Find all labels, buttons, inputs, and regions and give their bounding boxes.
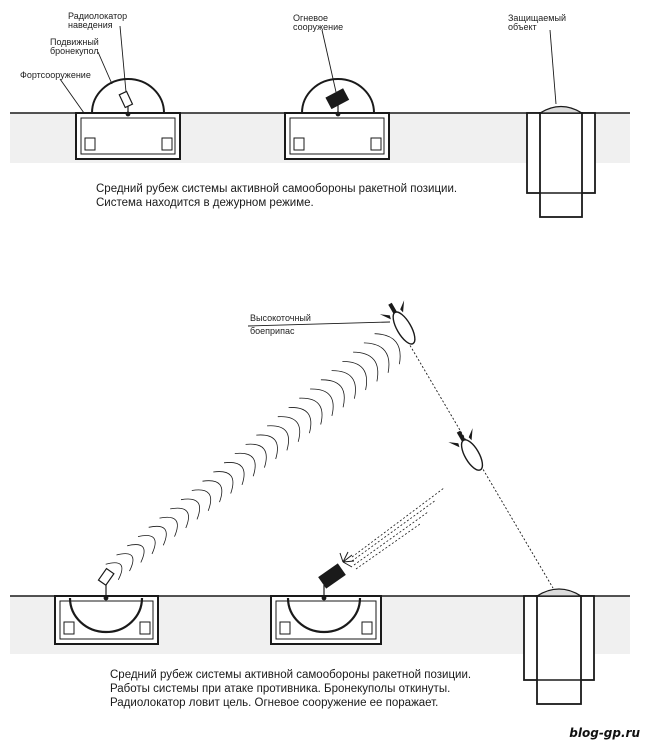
radar-beam-wave	[234, 452, 256, 477]
caption-bottom: Средний рубеж системы активной самооборо…	[110, 668, 471, 710]
label-radar-line1: Радиолокатор	[68, 11, 128, 21]
radar-beam-wave	[256, 434, 278, 460]
radar-beam-wave	[310, 388, 334, 416]
radar-beam-wave	[105, 562, 123, 580]
radar-beam-wave	[353, 351, 379, 382]
radar-beam-wave	[320, 379, 345, 408]
label-dome-line2: бронекупол	[50, 46, 99, 56]
leader-radar	[119, 25, 127, 93]
bottom-protected-object	[523, 588, 595, 705]
caption-top-line2: Система находится в дежурном режиме.	[96, 197, 314, 209]
radar-beam-wave	[374, 333, 401, 365]
label-munition-line1: Высокоточный	[250, 313, 311, 323]
radar-beam-wave	[223, 462, 245, 486]
radar-beam-wave	[159, 516, 178, 537]
bottom-scene	[10, 300, 630, 705]
munition-trajectory	[407, 341, 554, 589]
top-guidance-radar	[118, 90, 134, 109]
muzzle-flash	[339, 551, 355, 568]
radar-beam-wave	[342, 361, 367, 391]
leader-fire	[321, 29, 337, 93]
label-fire: Огневое сооружение	[293, 14, 343, 32]
radar-beam-wave	[299, 397, 323, 425]
radar-beam-wave	[170, 507, 189, 529]
label-radar: Радиолокатор наведения	[68, 12, 127, 30]
bottom-fort-structure	[54, 567, 159, 645]
label-fire-line1: Огневое	[293, 13, 328, 23]
top-gun-mount	[325, 88, 350, 110]
label-munition-line2: боеприпас	[250, 326, 295, 336]
leader-munition	[247, 321, 391, 327]
bottom-fire-open-dome	[286, 597, 362, 634]
radar-beam	[105, 333, 401, 580]
top-fire-structure	[284, 78, 390, 160]
radar-beam-wave	[267, 425, 289, 451]
bottom-guidance-radar	[97, 567, 115, 587]
munition-upper	[379, 300, 416, 345]
caption-bottom-line1: Средний рубеж системы активной самооборо…	[110, 669, 472, 681]
radar-beam-wave	[363, 342, 390, 373]
radar-beam-wave	[288, 407, 312, 434]
radar-beam-wave	[202, 480, 223, 503]
caption-bottom-line2: Работы системы при атаке противника. Бро…	[110, 683, 451, 695]
munition-lower	[448, 428, 484, 471]
bottom-open-dome	[68, 597, 144, 634]
leader-protected	[549, 29, 557, 105]
caption-top: Средний рубеж системы активной самооборо…	[96, 182, 457, 210]
label-protected-line1: Защищаемый	[508, 13, 566, 23]
watermark: blog-gp.ru	[569, 726, 640, 740]
label-fire-line2: сооружение	[293, 22, 344, 32]
label-munition: Высокоточный боеприпас	[250, 314, 311, 336]
bottom-fire-structure	[270, 551, 382, 645]
radar-beam-wave	[213, 471, 234, 494]
radar-beam-wave	[180, 498, 200, 520]
top-scene	[10, 25, 630, 218]
radar-beam-wave	[191, 489, 212, 511]
tracer-fire	[351, 487, 445, 570]
label-protected-line2: объект	[508, 22, 537, 32]
label-radar-line2: наведения	[68, 20, 113, 30]
leader-dome	[97, 51, 113, 85]
top-protected-object	[526, 105, 596, 218]
radar-beam-wave	[127, 544, 145, 563]
label-fort: Фортсооружение	[20, 70, 91, 80]
caption-top-line1: Средний рубеж системы активной самооборо…	[96, 183, 458, 195]
caption-bottom-line3: Радиолокатор ловит цель. Огневое сооруже…	[110, 697, 439, 709]
radar-beam-wave	[148, 526, 167, 546]
label-dome-line1: Подвижный	[50, 37, 99, 47]
leader-fort	[59, 78, 85, 114]
label-protected: Защищаемый объект	[508, 14, 566, 32]
top-fort-structure	[75, 78, 181, 160]
radar-beam-wave	[245, 443, 267, 468]
label-dome: Подвижный бронекупол	[50, 38, 99, 56]
bottom-gun-mount	[318, 563, 346, 589]
radar-beam-wave	[116, 553, 134, 572]
radar-beam-wave	[331, 370, 356, 399]
radar-beam-wave	[277, 416, 301, 442]
radar-beam-wave	[137, 535, 156, 555]
